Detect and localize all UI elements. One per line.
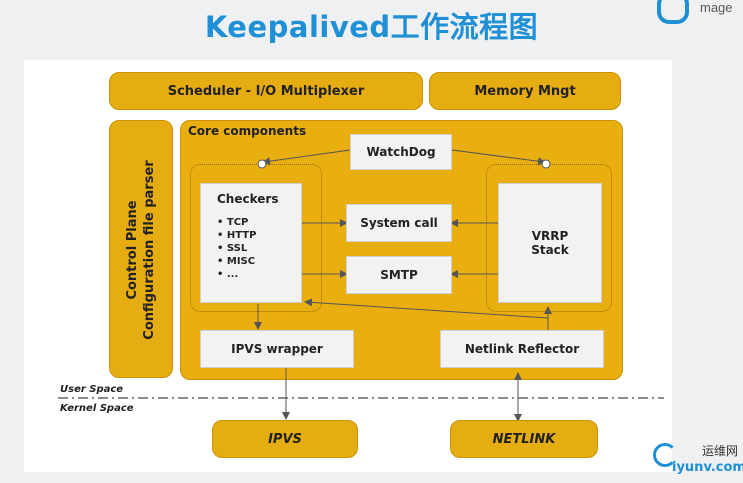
checker-item: • SSL	[217, 243, 248, 254]
ipvs-box: IPVS	[212, 420, 358, 458]
smtp-box: SMTP	[346, 256, 452, 294]
user-space-label: User Space	[60, 384, 124, 395]
watermark-en: iyunv.com	[672, 460, 743, 475]
netlink-reflector-box: Netlink Reflector	[440, 330, 604, 368]
checker-item: • MISC	[217, 256, 256, 267]
page-title: Keepalived工作流程图	[204, 10, 539, 44]
stack-label: Stack	[531, 243, 569, 257]
checker-item: • ...	[217, 269, 239, 280]
checker-http: HTTP	[226, 230, 257, 241]
control-plane-box	[109, 120, 173, 378]
checker-item: • TCP	[217, 217, 249, 228]
brand-logo-icon	[657, 0, 689, 24]
checkers-box: Checkers • TCP • HTTP • SSL • MISC • ...	[200, 183, 302, 303]
checker-item: • HTTP	[217, 230, 257, 241]
checkers-title: Checkers	[217, 192, 279, 206]
checkers-group	[190, 164, 322, 312]
vrrp-stack-box: VRRP Stack	[498, 183, 602, 303]
scheduler-box: Scheduler - I/O Multiplexer	[109, 72, 423, 110]
memory-box: Memory Mngt	[429, 72, 621, 110]
kernel-space-label: Kernel Space	[60, 403, 134, 414]
checker-tcp: TCP	[226, 217, 249, 228]
vrrp-label: VRRP	[531, 229, 569, 243]
checker-misc: MISC	[226, 256, 256, 267]
watchdog-box: WatchDog	[350, 134, 452, 170]
checker-ssl: SSL	[226, 243, 248, 254]
watermark-cn: 运维网	[702, 444, 739, 458]
ipvs-wrapper-box: IPVS wrapper	[200, 330, 354, 368]
watermark-logo-icon	[653, 443, 677, 467]
checker-more: ...	[226, 269, 239, 280]
core-components-label: Core components	[188, 124, 307, 138]
system-call-box: System call	[346, 204, 452, 242]
brand-logo-text: mage	[700, 0, 733, 15]
netlink-box: NETLINK	[450, 420, 598, 458]
